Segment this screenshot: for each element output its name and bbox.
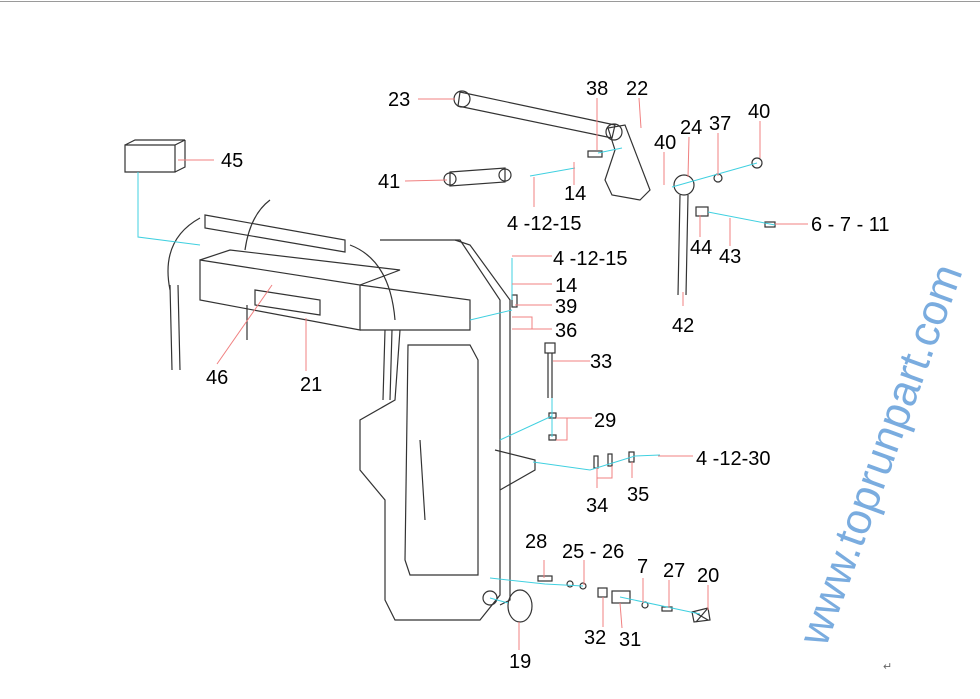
callout-43: 43 [719, 246, 742, 268]
callout-14-lower: 14 [555, 275, 578, 297]
callout-40: 40 [654, 132, 677, 154]
callout-35: 35 [627, 484, 650, 506]
part-41-cylinder [443, 167, 512, 187]
callout-20: 20 [697, 565, 720, 587]
callout-38: 38 [586, 78, 609, 100]
part-22-link [604, 124, 651, 201]
callout-28: 28 [525, 531, 548, 553]
part-main-frame [359, 239, 511, 621]
part-45-box [124, 139, 186, 173]
callout-41: 41 [378, 171, 401, 193]
assembly-lines [137, 147, 776, 615]
callout-37: 37 [709, 113, 732, 135]
callout-42: 42 [672, 315, 695, 337]
callout-4-12-15: 4 -12-15 [507, 213, 582, 235]
right-arc-plate [349, 244, 396, 321]
rear-arc-plate [244, 199, 271, 251]
callout-36: 36 [555, 320, 578, 342]
callout-34: 34 [586, 495, 609, 517]
callout-14: 14 [564, 183, 587, 205]
part-33-pin [544, 342, 556, 398]
callout-31: 31 [619, 629, 642, 651]
callout-39: 39 [555, 296, 578, 318]
callout-19: 19 [509, 651, 532, 673]
top-border [0, 1, 980, 2]
part-21-carriage [199, 249, 471, 331]
callout-40-right: 40 [748, 101, 771, 123]
callout-27: 27 [663, 560, 686, 582]
callout-25-26: 25 - 26 [562, 541, 625, 563]
callout-21: 21 [300, 374, 323, 396]
callout-22: 22 [626, 78, 649, 100]
callout-44: 44 [690, 237, 713, 259]
callout-7: 7 [637, 556, 649, 578]
callout-33: 33 [590, 351, 613, 373]
callout-45: 45 [221, 150, 244, 172]
callout-4-12-15-lower: 4 -12-15 [553, 248, 628, 270]
return-mark: ↵ [883, 661, 893, 673]
side-bracket [494, 449, 536, 491]
left-arc-plate [167, 217, 201, 291]
callout-32: 32 [584, 627, 607, 649]
part-19-wheel [482, 589, 533, 623]
leader-lines [178, 97, 808, 650]
callout-29: 29 [594, 410, 617, 432]
callout-23: 23 [388, 89, 411, 111]
callout-4-12-30: 4 -12-30 [696, 448, 771, 470]
callout-46: 46 [206, 367, 229, 389]
callout-6-7-11: 6 - 7 - 11 [811, 214, 890, 236]
chains [169, 174, 695, 401]
callout-24: 24 [680, 117, 703, 139]
